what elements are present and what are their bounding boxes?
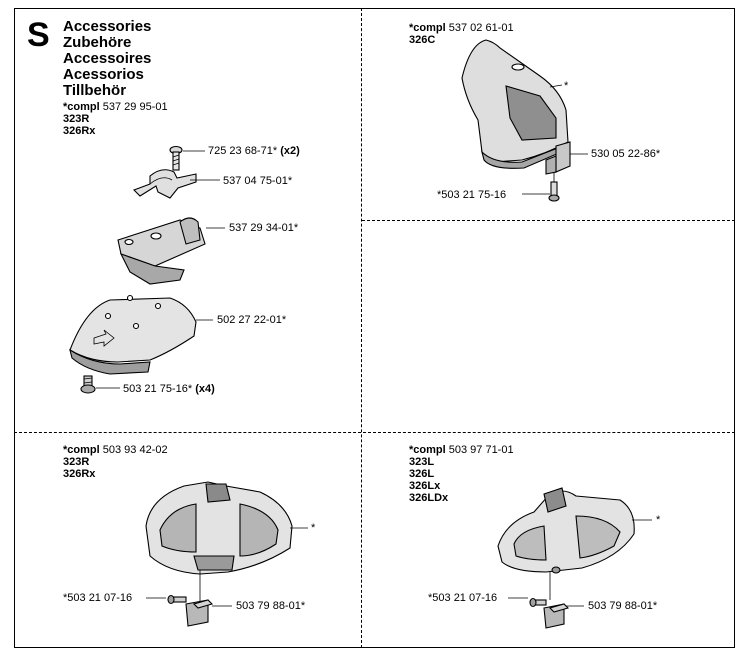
model: 326Lx — [409, 480, 441, 492]
compl-prefix: *compl — [409, 444, 446, 456]
title-german: Zubehöre — [63, 34, 132, 51]
panel-2-meta: *compl 537 02 61-01 326C — [409, 22, 514, 46]
compl-number: 537 29 95-01 — [102, 101, 168, 113]
model: 326L — [409, 468, 435, 480]
compl-number: 503 97 71-01 — [448, 444, 514, 456]
trimmer-guard-icon — [497, 487, 635, 574]
compl-prefix: *compl — [63, 101, 100, 113]
guard-cover-icon — [461, 39, 569, 169]
model: 326LDx — [409, 492, 449, 504]
part-label: *503 21 07-16 — [428, 592, 498, 604]
plate-icon — [545, 141, 571, 175]
part-label: 503 79 88-01* — [588, 600, 658, 612]
panel-3-meta: *compl 503 93 42-02 323R 326Rx — [63, 444, 168, 480]
part-label: 725 23 68-71* (x2) — [208, 145, 300, 157]
screw-icon — [169, 145, 183, 171]
title-english: Accessories — [63, 18, 152, 35]
panel-2-drawing — [461, 39, 588, 202]
part-label: 530 05 22-86* — [591, 148, 661, 160]
section-letter: S — [27, 16, 50, 54]
trimmer-guard-icon — [145, 481, 293, 575]
model: 323L — [409, 456, 435, 468]
part-label: 537 29 34-01* — [229, 222, 299, 234]
diagram-frame — [14, 8, 735, 648]
panel-4-drawing — [497, 487, 652, 629]
part-label: *503 21 07-16 — [63, 592, 133, 604]
part-label: * — [311, 522, 316, 534]
screw-icon — [548, 181, 560, 202]
model: 323R — [63, 113, 90, 125]
panel-1-drawing — [69, 145, 225, 394]
section-titles: Accessories Zubehöre Accessoires Acessor… — [63, 19, 151, 99]
screw-icon — [529, 597, 547, 608]
part-label: 503 21 75-16* (x4) — [123, 383, 215, 395]
part-label: * — [656, 514, 661, 526]
model: 323R — [63, 456, 90, 468]
compl-number: 537 02 61-01 — [448, 22, 514, 34]
model: 326Rx — [63, 125, 96, 137]
part-label: 502 27 22-01* — [217, 314, 287, 326]
plate-icon — [185, 599, 214, 627]
title-french: Accessoires — [63, 50, 152, 67]
plate-icon — [543, 603, 570, 629]
bolt-icon — [80, 375, 96, 394]
panel-1-meta: *compl 537 29 95-01 323R 326Rx — [63, 101, 168, 137]
part-label: * — [564, 80, 569, 92]
part-label: 537 04 75-01* — [223, 175, 293, 187]
vertical-divider — [361, 8, 362, 648]
part-label: *503 21 75-16 — [437, 189, 507, 201]
panel-3-drawing — [145, 481, 308, 627]
horizontal-divider-bottom — [14, 432, 735, 433]
clamp-icon — [133, 169, 197, 199]
model: 326Rx — [63, 468, 96, 480]
title-swedish: Tillbehör — [63, 82, 127, 99]
compl-prefix: *compl — [409, 22, 446, 34]
compl-prefix: *compl — [63, 444, 100, 456]
screw-icon — [167, 594, 187, 605]
bracket-icon — [117, 217, 206, 285]
model: 326C — [409, 34, 436, 46]
horizontal-divider-right — [362, 220, 735, 221]
part-label: 503 79 88-01* — [236, 600, 306, 612]
compl-number: 503 93 42-02 — [102, 444, 168, 456]
title-portuguese: Acessorios — [63, 66, 144, 83]
guard-icon — [69, 294, 197, 375]
panel-4-meta: *compl 503 97 71-01 323L 326L 326Lx 326L… — [409, 444, 514, 504]
